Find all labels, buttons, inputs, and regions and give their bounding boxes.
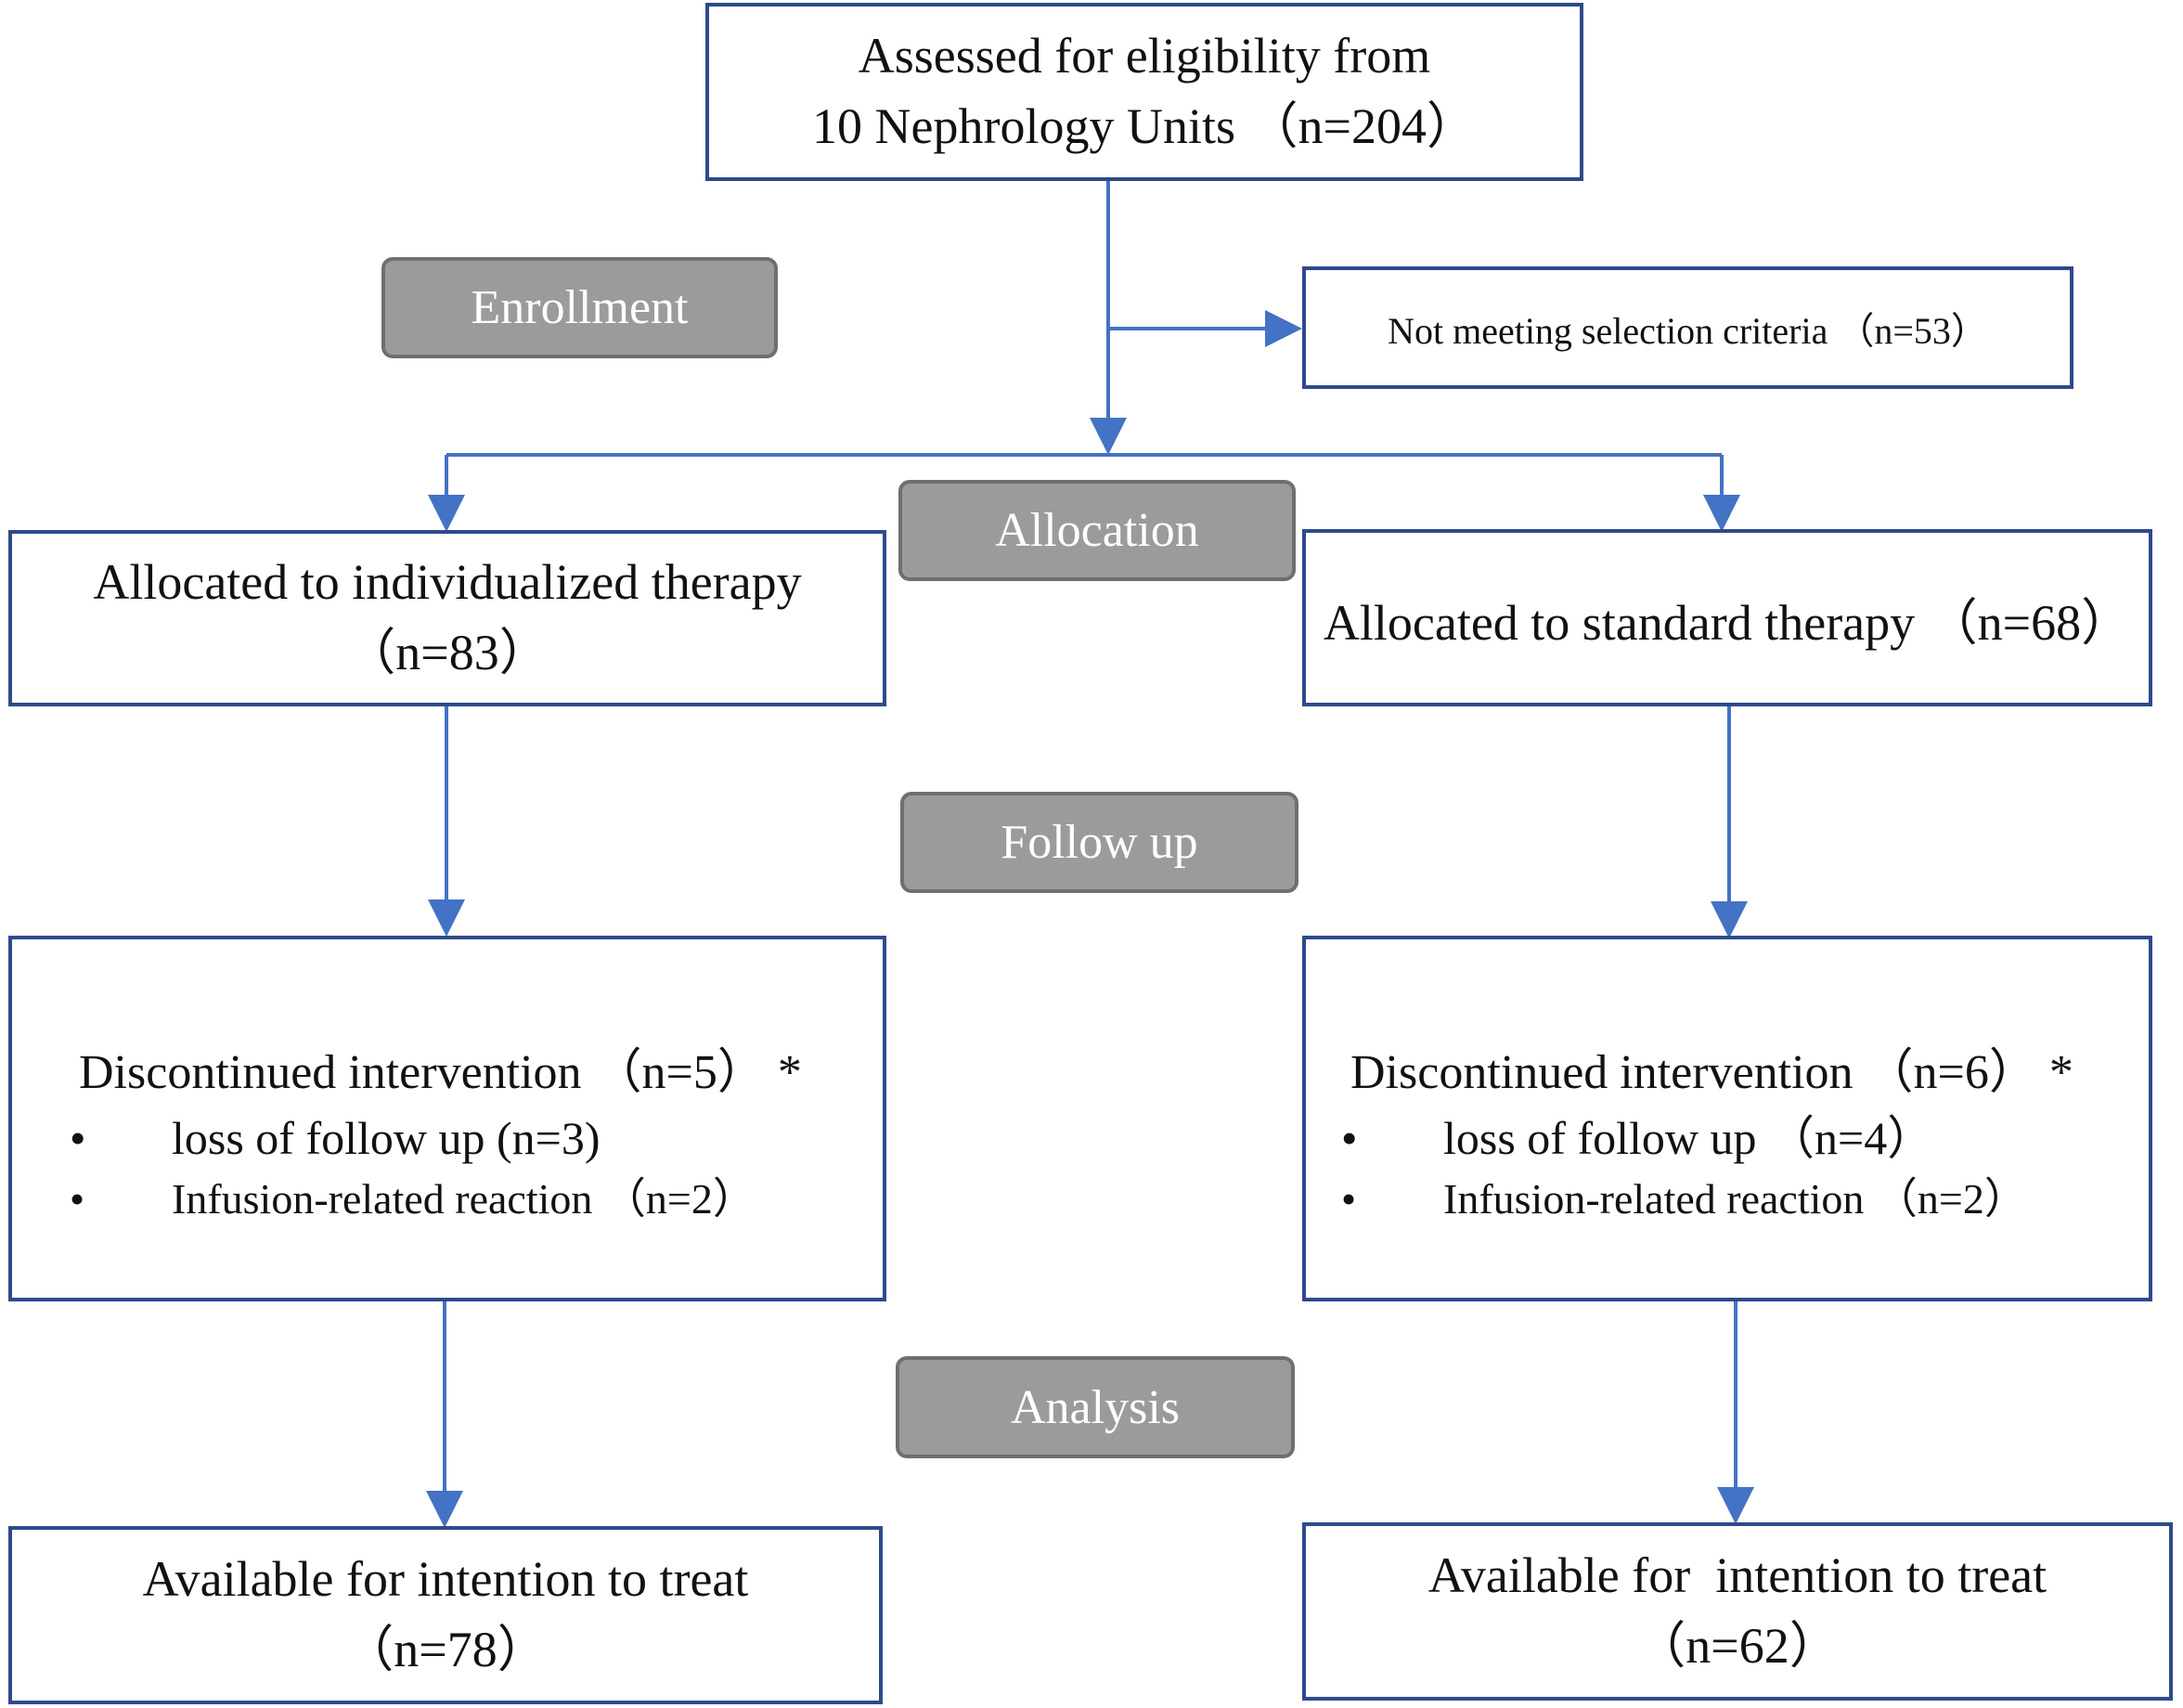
stage-analysis-label: Analysis xyxy=(1011,1380,1180,1434)
right-reason-2: Infusion-related reaction （n=2） xyxy=(1443,1175,2027,1223)
left-discontinued-heading: Discontinued intervention （n=5） * xyxy=(79,1046,802,1099)
assessed-box: Assessed for eligibility from 10 Nephrol… xyxy=(705,3,1583,181)
stage-enrollment: Enrollment xyxy=(381,257,778,358)
excluded-text: Not meeting selection criteria （n=53） xyxy=(1388,310,1988,352)
list-item: • loss of follow up （n=4） xyxy=(1341,1107,2149,1169)
right-available-box: Available for intention to treat （n=62） xyxy=(1302,1522,2173,1701)
stage-allocation-label: Allocation xyxy=(995,504,1199,557)
left-reason-list: • loss of follow up (n=3) • Infusion-relat… xyxy=(70,1107,883,1230)
stage-follow-up: Follow up xyxy=(900,792,1298,893)
stage-follow-up-label: Follow up xyxy=(1001,816,1198,869)
right-allocated-box: Allocated to standard therapy （n=68） xyxy=(1302,529,2152,706)
left-available-line-1: Available for intention to treat xyxy=(142,1550,749,1607)
bullet-icon: • xyxy=(70,1112,86,1164)
stage-allocation: Allocation xyxy=(898,480,1296,581)
left-available-line-2: （n=78） xyxy=(343,1621,548,1677)
left-reason-2: Infusion-related reaction （n=2） xyxy=(172,1175,756,1223)
right-reason-list: • loss of follow up （n=4） • Infusion-relat… xyxy=(1341,1107,2149,1230)
left-discontinued-box: Discontinued intervention （n=5） * • loss … xyxy=(8,936,886,1301)
left-allocated-line-1: Allocated to individualized therapy xyxy=(93,553,802,610)
assessed-line-2: 10 Nephrology Units （n=204） xyxy=(812,97,1477,154)
assessed-line-1: Assessed for eligibility from xyxy=(858,27,1431,84)
left-allocated-box: Allocated to individualized therapy （n=8… xyxy=(8,530,886,706)
excluded-box: Not meeting selection criteria （n=53） xyxy=(1302,266,2073,389)
right-discontinued-heading: Discontinued intervention （n=6） * xyxy=(1350,1046,2073,1099)
list-item: • Infusion-related reaction （n=2） xyxy=(1341,1169,2149,1230)
bullet-icon: • xyxy=(1341,1112,1358,1164)
right-allocated-text: Allocated to standard therapy （n=68） xyxy=(1323,595,2132,651)
left-allocated-line-2: （n=83） xyxy=(345,624,549,680)
right-available-line-1: Available for intention to treat xyxy=(1427,1546,2047,1603)
stage-enrollment-label: Enrollment xyxy=(471,281,689,334)
bullet-icon: • xyxy=(70,1175,85,1223)
right-available-line-2: （n=62） xyxy=(1635,1617,1840,1674)
stage-analysis: Analysis xyxy=(896,1356,1295,1458)
left-available-box: Available for intention to treat （n=78） xyxy=(8,1526,883,1704)
bullet-icon: • xyxy=(1341,1175,1357,1223)
right-discontinued-box: Discontinued intervention （n=6） * • loss … xyxy=(1302,936,2152,1301)
list-item: • Infusion-related reaction （n=2） xyxy=(70,1169,883,1230)
right-reason-1: loss of follow up （n=4） xyxy=(1443,1112,1934,1164)
list-item: • loss of follow up (n=3) xyxy=(70,1107,883,1169)
left-reason-1: loss of follow up (n=3) xyxy=(172,1112,601,1164)
